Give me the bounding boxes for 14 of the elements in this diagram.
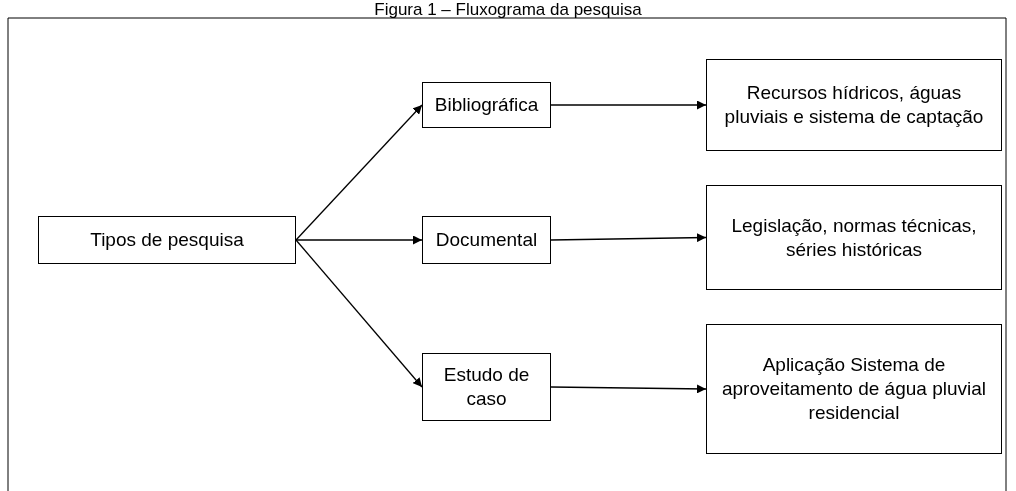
figure-title: Figura 1 – Fluxograma da pesquisa [373, 0, 643, 20]
arrow [295, 235, 423, 245]
process-box: Bibliográfica [422, 82, 551, 128]
process-box: Recursos hídricos, águas pluviais e sistema de captação [706, 59, 1002, 151]
process-box: Documental [422, 216, 551, 264]
process-box: Legislação, normas técnicas, séries históricas [706, 185, 1002, 290]
arrow [550, 384, 707, 394]
process-box: Estudo de caso [422, 353, 551, 421]
arrow [295, 104, 423, 241]
arrow [550, 233, 707, 243]
arrow [295, 239, 423, 388]
process-box: Tipos de pesquisa [38, 216, 296, 264]
arrow [550, 100, 707, 110]
process-box: Aplicação Sistema de aproveitamento de água pluvial residencial [706, 324, 1002, 454]
